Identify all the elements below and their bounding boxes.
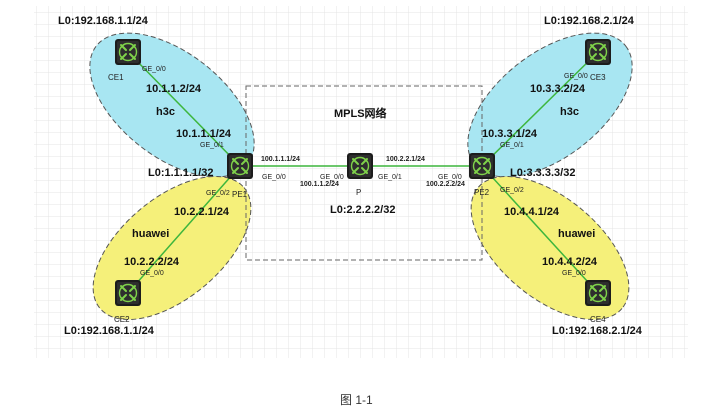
ip-pe2-ge02: 10.4.4.1/24 xyxy=(504,206,560,218)
router-ce2-icon xyxy=(115,280,141,306)
link-ce3-pe2 xyxy=(481,51,599,167)
loopback-pe1: L0:1.1.1.1/32 xyxy=(148,167,213,179)
h3c-zone-right xyxy=(467,32,633,178)
device-label-pe1: PE1 xyxy=(232,190,248,199)
ip-pe1-ge00: 100.1.1.1/24 xyxy=(261,156,300,163)
port-pe1-ge02: GE_0/2 xyxy=(206,190,230,197)
loopback-pe2: L0:3.3.3.3/32 xyxy=(510,167,575,179)
ip-ce1-ge00: 10.1.1.2/24 xyxy=(146,83,202,95)
device-label-p: P xyxy=(356,188,361,197)
router-pe2-icon xyxy=(469,153,495,179)
ip-ce4-ge00: 10.4.4.2/24 xyxy=(542,256,598,268)
port-p-ge01: GE_0/1 xyxy=(378,174,402,181)
ip-p-ge01: 100.2.2.1/24 xyxy=(386,156,425,163)
port-ce4-ge00: GE_0/0 xyxy=(562,270,586,277)
link-ce4-pe2 xyxy=(481,165,599,294)
ip-ce2-ge00: 10.2.2.2/24 xyxy=(124,256,180,268)
vendor-label-right-top: h3c xyxy=(560,106,579,118)
port-ce3-ge00: GE_0/0 xyxy=(564,73,588,80)
device-label-ce4: CE4 xyxy=(590,315,606,324)
ip-pe1-ge02: 10.2.2.1/24 xyxy=(174,206,230,218)
router-pe1-icon xyxy=(227,153,253,179)
router-ce3-icon xyxy=(585,39,611,65)
vendor-label-right-bottom: huawei xyxy=(558,228,595,240)
device-label-ce2: CE2 xyxy=(114,315,130,324)
router-ce4-icon xyxy=(585,280,611,306)
port-pe2-ge00: GE_0/0 xyxy=(438,174,462,181)
port-ce1-ge00: GE_0/0 xyxy=(142,66,166,73)
port-pe2-ge02: GE_0/2 xyxy=(500,187,524,194)
vendor-label-left-bottom: huawei xyxy=(132,228,169,240)
port-pe1-ge00: GE_0/0 xyxy=(262,174,286,181)
ip-ce3-ge00: 10.3.3.2/24 xyxy=(530,83,586,95)
device-label-pe2: PE2 xyxy=(474,188,490,197)
figure-caption: 图 1-1 xyxy=(340,393,373,407)
port-ce2-ge00: GE_0/0 xyxy=(140,270,164,277)
ip-p-ge00: 100.1.1.2/24 xyxy=(300,181,339,188)
ip-pe1-ge01: 10.1.1.1/24 xyxy=(176,128,232,140)
router-ce1-icon xyxy=(115,39,141,65)
device-label-ce3: CE3 xyxy=(590,73,606,82)
router-p-icon xyxy=(347,153,373,179)
mpls-title: MPLS网络 xyxy=(334,106,387,120)
port-p-ge00: GE_0/0 xyxy=(320,174,344,181)
device-label-ce1: CE1 xyxy=(108,73,124,82)
loopback-p: L0:2.2.2.2/32 xyxy=(330,204,395,216)
loopback-ce2: L0:192.168.1.1/24 xyxy=(64,325,155,337)
loopback-ce4: L0:192.168.2.1/24 xyxy=(552,325,643,337)
port-pe2-ge01: GE_0/1 xyxy=(500,142,524,149)
link-ce1-pe1 xyxy=(127,51,241,167)
ip-pe2-ge01: 10.3.3.1/24 xyxy=(482,128,538,140)
ip-pe2-ge00: 100.2.2.2/24 xyxy=(426,181,465,188)
port-pe1-ge01: GE_0/1 xyxy=(200,142,224,149)
loopback-ce3: L0:192.168.2.1/24 xyxy=(544,15,635,27)
link-ce2-pe1 xyxy=(127,165,241,294)
loopback-ce1: L0:192.168.1.1/24 xyxy=(58,15,149,27)
vendor-label-left-top: h3c xyxy=(156,106,175,118)
